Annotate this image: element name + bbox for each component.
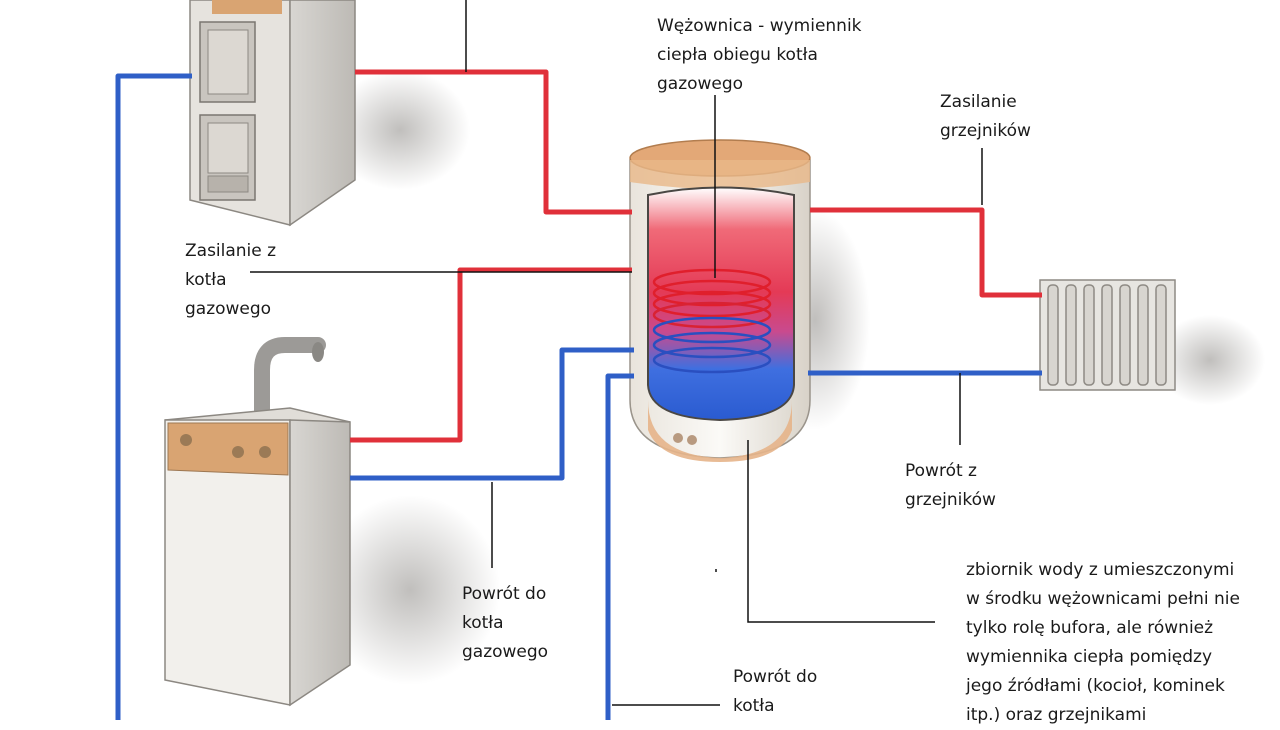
label-radiator-return: Powrót z grzejników [905,457,996,515]
label-coil-line-2: ciepła obiegu kotła [657,45,818,65]
solid-boiler-shadow [330,70,470,190]
label-gas-boiler-return: Powrót do kotła gazowego [462,580,548,667]
label-gas-boiler-supply-line-3: gazowego [185,299,272,319]
label-solid-boiler-return: Powrót do kotła [733,663,817,721]
heat-exchanger-coil [652,268,772,374]
label-tank-description: zbiornik wody z umieszczonymi w środku w… [966,556,1240,730]
label-gas-boiler-supply-line-2: kotła [185,270,227,290]
tank-description-line-1: zbiornik wody z umieszczonymi [966,560,1235,580]
label-radiator-supply-line-2: grzejników [940,121,1031,141]
gas-boiler-return-pipe [350,347,634,481]
radiator-shadow [1155,315,1265,405]
tank-description-line-3: tylko rolę bufora, ale również [966,618,1214,638]
label-gas-boiler-return-line-2: kotła [462,613,504,633]
label-gas-boiler-supply: Zasilanie z kotła gazowego [185,237,276,324]
solid-boiler-return-pipe-left [115,73,192,720]
return-pipes [115,73,1042,720]
label-gas-boiler-return-line-3: gazowego [462,642,549,662]
label-solid-boiler-return-line-1: Powrót do [733,667,818,687]
radiator [1039,279,1176,391]
label-solid-boiler-return-line-2: kotła [733,696,775,716]
label-coil-line-3: gazowego [657,74,744,94]
label-gas-boiler-return-line-1: Powrót do [462,584,547,604]
label-radiator-supply: Zasilanie grzejników [940,88,1031,146]
radiator-supply-pipe [810,207,1042,298]
gas-boiler [164,337,351,707]
tank-description-line-5: jego źródłami (kocioł, kominek [966,676,1225,696]
label-radiator-supply-line-1: Zasilanie [940,92,1017,112]
supply-pipes [350,69,1042,443]
label-coil-line-1: Wężownica - wymiennik [657,16,862,36]
solid-boiler-supply-pipe [355,69,632,215]
gas-boiler-shadow [320,495,500,685]
tank-description-line-2: w środku wężownicami pełni nie [966,589,1240,609]
label-gas-boiler-supply-line-1: Zasilanie z [185,241,277,261]
label-coil: Wężownica - wymiennik ciepła obiegu kotł… [657,12,862,99]
storage-tank [629,139,811,462]
leader-lines [250,0,983,706]
leader-tank-description [747,440,935,623]
tank-description-line-4: wymiennika ciepła pomiędzy [966,647,1213,667]
label-radiator-return-line-2: grzejników [905,490,996,510]
tank-description-line-6: itp.) oraz grzejnikami [966,705,1147,725]
solid-boiler-return-pipe [605,373,634,720]
gas-boiler-supply-pipe [350,267,632,443]
solid-fuel-boiler [189,0,356,227]
label-radiator-return-line-1: Powrót z [905,461,977,481]
